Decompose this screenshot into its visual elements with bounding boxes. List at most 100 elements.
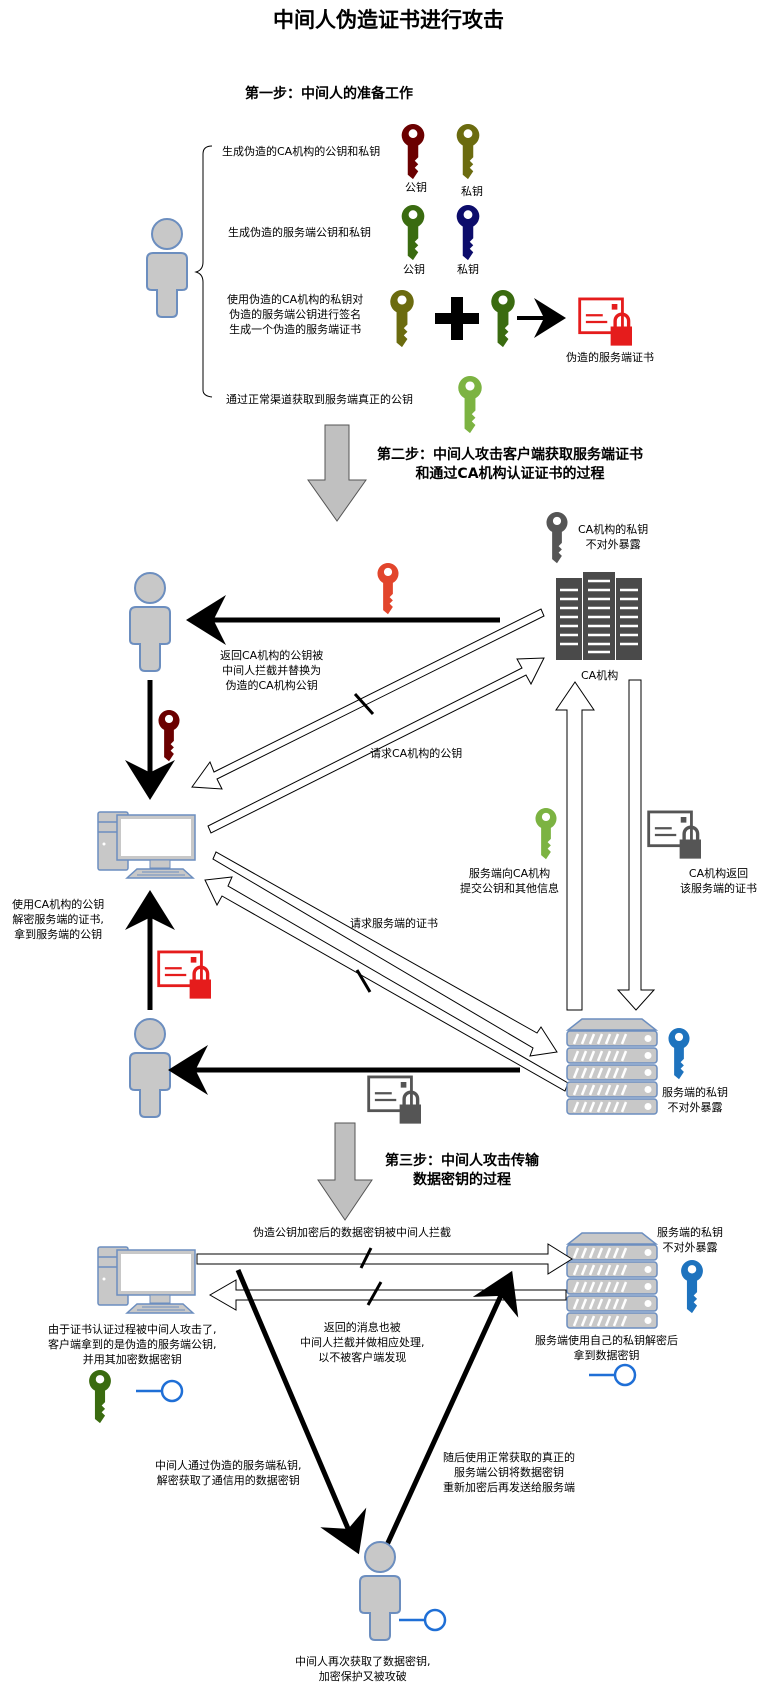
text-line: 中间人拦截并做相应处理, [300, 1336, 425, 1349]
step3-heading: 第三步：中间人攻击传输 数据密钥的过程 [367, 1152, 557, 1190]
text-line: 使用伪造的CA机构的私钥对 [227, 293, 364, 306]
step2-heading: 第二步：中间人攻击客户端获取服务端证书 和通过CA机构认证证书的过程 [355, 446, 665, 484]
fake-certificate-label: 伪造的服务端证书 [566, 351, 654, 364]
request-ca-key-label: 请求CA机构的公钥 [370, 747, 463, 760]
step-down-arrow [307, 424, 367, 522]
step1-item-3: 使用伪造的CA机构的私钥对 伪造的服务端公钥进行签名 生成一个伪造的服务端证书 [227, 292, 363, 337]
text-line: 不对外暴露 [667, 1101, 723, 1114]
text-line: 返回的消息也被 [323, 1321, 401, 1334]
interception-mark [355, 969, 372, 993]
text-line: 客户端拿到的是伪造的服务端公钥, [48, 1338, 217, 1351]
server-decrypt-note: 服务端使用自己的私钥解密后 拿到数据密钥 [535, 1333, 678, 1363]
client-user-person-icon-2 [129, 1018, 171, 1118]
text-line: 使用CA机构的公钥 [12, 898, 105, 911]
server-private-key-icon-2 [681, 1260, 703, 1314]
text-line: 服务端的私钥 [662, 1086, 728, 1099]
text-line: 生成一个伪造的服务端证书 [229, 323, 362, 336]
step1-heading: 第一步：中间人的准备工作 [245, 86, 413, 102]
text-line: 中间人拦截并替换为 [222, 664, 322, 677]
text-line: 并用其加密数据密钥 [82, 1353, 182, 1366]
key-label: 公钥 [405, 181, 427, 194]
heading-line: 第二步：中间人攻击客户端获取服务端证书 [377, 447, 643, 463]
text-line: 中间人通过伪造的服务端私钥, [155, 1459, 302, 1472]
server-private-key-note-2: 服务端的私钥 不对外暴露 [657, 1225, 723, 1255]
text-line: 服务端的私钥 [657, 1226, 723, 1239]
attacker-person-icon [146, 218, 188, 318]
server-rack-icon-2 [567, 1233, 657, 1328]
text-line: 以不被客户端发现 [318, 1351, 407, 1364]
step1-bracket [194, 145, 213, 398]
text-line: 解密获取了通信用的数据密钥 [156, 1474, 300, 1487]
step1-item-2: 生成伪造的服务端公钥和私钥 [228, 226, 371, 239]
fake-server-public-key-client-icon [89, 1370, 111, 1424]
text-line: 不对外暴露 [662, 1241, 718, 1254]
mitm-reencrypt-note: 随后使用正常获取的真正的 服务端公钥将数据密钥 重新加密后再发送给服务端 [443, 1450, 575, 1495]
fake-ca-private-key-icon [456, 124, 480, 180]
server-private-key-note: 服务端的私钥 不对外暴露 [662, 1085, 728, 1115]
real-server-public-key-icon [458, 376, 482, 434]
interception-mark [366, 1281, 383, 1306]
text-line: 提交公钥和其他信息 [460, 882, 559, 895]
mitm-result-note: 中间人再次获取了数据密钥, 加密保护又被攻破 [295, 1654, 431, 1684]
fake-certificate-icon [578, 297, 632, 347]
fake-certificate-delivered-icon [157, 950, 211, 1000]
text-line: 重新加密后再发送给服务端 [443, 1481, 575, 1494]
heading-line: 和通过CA机构认证证书的过程 [415, 466, 605, 482]
text-line: 不对外暴露 [585, 538, 641, 551]
intercepted-ca-public-key-icon [377, 563, 399, 615]
server-certificate-icon [367, 1075, 421, 1125]
text-line: 解密服务端的证书, [12, 913, 104, 926]
step1-item-4: 通过正常渠道获取到服务端真正的公钥 [226, 393, 413, 406]
server-public-key-submit-icon [535, 808, 557, 860]
client-computer-icon-2 [97, 1246, 196, 1314]
client-encrypt-note: 由于证书认证过程被中间人攻击了, 客户端拿到的是伪造的服务端公钥, 并用其加密数… [48, 1322, 217, 1367]
server-ca-arrows [555, 679, 656, 1011]
intercept-to-mitm-arrow [235, 1269, 367, 1555]
ca-building-icon [556, 572, 642, 660]
server-submit-note: 服务端向CA机构 提交公钥和其他信息 [460, 866, 559, 896]
step1-item-1: 生成伪造的CA机构的公钥和私钥 [222, 145, 381, 158]
page-title: 中间人伪造证书进行攻击 [273, 8, 504, 32]
fake-server-private-key-icon [456, 205, 480, 261]
text-line: 伪造的CA机构公钥 [225, 679, 318, 692]
text-line: 服务端向CA机构 [468, 867, 551, 880]
ca-private-key-icon [546, 512, 568, 564]
fake-server-public-key-sign-icon [491, 290, 515, 348]
session-key-client-icon [135, 1379, 184, 1403]
client-user-person-icon [129, 572, 171, 672]
client-decrypt-note: 使用CA机构的公钥 解密服务端的证书, 拿到服务端的公钥 [12, 897, 104, 942]
server-cert-exchange-arrows [204, 851, 569, 1092]
intercepted-note: 伪造公钥加密后的数据密钥被中间人拦截 [253, 1226, 451, 1239]
text-line: 伪造的服务端公钥进行签名 [229, 308, 362, 321]
ca-return-note: CA机构返回 该服务端的证书 [680, 866, 757, 896]
heading-line: 数据密钥的过程 [413, 1172, 511, 1188]
request-server-cert-label: 请求服务端的证书 [350, 917, 438, 930]
text-line: 服务端公钥将数据密钥 [454, 1466, 564, 1479]
ca-label: CA机构 [581, 669, 619, 682]
text-line: 返回CA机构的公钥被 [220, 649, 324, 662]
text-line: 加密保护又被攻破 [318, 1670, 407, 1683]
client-computer-icon [97, 811, 196, 879]
server-private-key-icon [668, 1028, 690, 1080]
text-line: 随后使用正常获取的真正的 [443, 1451, 575, 1464]
text-line: CA机构的私钥 [578, 523, 649, 536]
key-label: 私钥 [457, 263, 479, 276]
key-label: 公钥 [403, 263, 425, 276]
return-ca-key-note: 返回CA机构的公钥被 中间人拦截并替换为 伪造的CA机构公钥 [220, 648, 323, 693]
text-line: 服务端使用自己的私钥解密后 [535, 1334, 678, 1347]
attacker-person-icon-2 [359, 1541, 401, 1641]
text-line: 拿到数据密钥 [573, 1349, 640, 1362]
ca-key-exchange-arrows [191, 608, 545, 834]
interception-mark [359, 1247, 373, 1269]
server-rack-icon [567, 1019, 657, 1114]
mitm-decrypt-note: 中间人通过伪造的服务端私钥, 解密获取了通信用的数据密钥 [155, 1458, 302, 1488]
session-key-server-icon [588, 1363, 637, 1387]
plus-icon [435, 297, 479, 340]
interception-mark [353, 692, 375, 716]
fake-ca-public-key-delivered-icon [158, 710, 180, 762]
step-down-arrow-2 [317, 1122, 373, 1221]
key-label: 私钥 [461, 185, 483, 198]
text-line: 由于证书认证过程被中间人攻击了, [48, 1323, 217, 1336]
fake-ca-public-key-icon [401, 124, 425, 180]
fake-server-public-key-icon [401, 205, 425, 261]
